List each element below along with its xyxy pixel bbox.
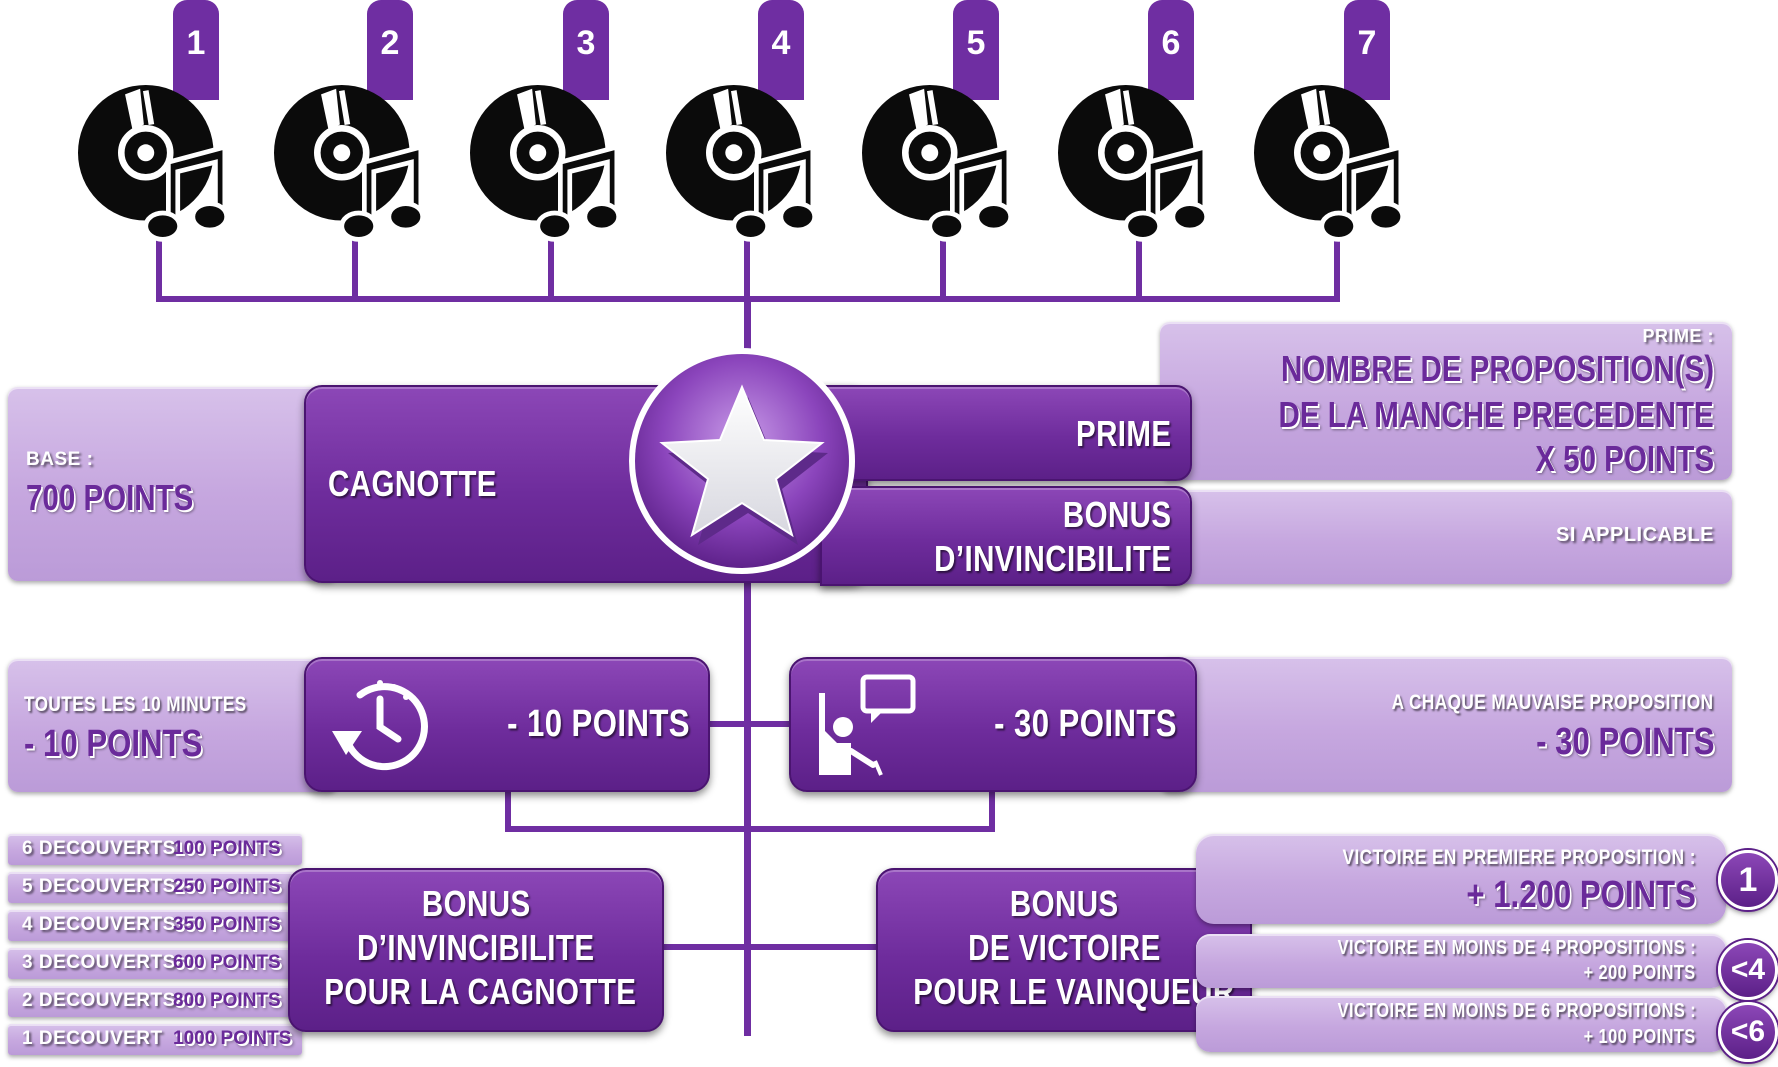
prime-desc-line-3: X 50 POINTS <box>1535 438 1714 479</box>
vinyl-music-note-icon <box>1254 85 1414 245</box>
connector-drop-4 <box>744 240 750 300</box>
prime-desc-line-2: DE LA MANCHE PRECEDENTE <box>1278 394 1714 435</box>
wrong-penalty-label: A CHAQUE MAUVAISE PROPOSITION <box>1392 691 1714 714</box>
victory-badge-1: 1 <box>1718 850 1778 910</box>
connector-bottom <box>660 944 880 950</box>
wrong-penalty-box: - 30 POINTS <box>789 657 1197 792</box>
bonus-desc: SI APPLICABLE <box>1556 524 1714 546</box>
time-penalty-box: - 10 POINTS <box>304 657 710 792</box>
connector-penalties <box>700 721 800 727</box>
wrong-penalty-value: - 30 POINTS <box>1535 721 1714 763</box>
vinyl-music-note-icon <box>78 85 238 245</box>
cagnotte-base-panel: BASE : 700 POINTS <box>8 387 338 581</box>
victory-item-2: VICTOIRE EN MOINS DE 4 PROPOSITIONS : + … <box>1196 934 1726 988</box>
connector-trunk <box>744 296 751 1036</box>
connector-drop-7 <box>1334 240 1340 300</box>
bonus-invincibilite-box: BONUS D’INVINCIBILITE <box>820 486 1192 586</box>
list-item: 6 DECOUVERTS 100 POINTS <box>8 834 302 865</box>
list-item: 5 DECOUVERTS 250 POINTS <box>8 872 302 903</box>
connector-drop-2 <box>352 240 358 300</box>
round-tab-6: 6 <box>1148 0 1194 100</box>
connector-fork-r <box>989 788 995 832</box>
victory-item-1: VICTOIRE EN PREMIERE PROPOSITION : + 1.2… <box>1196 834 1726 924</box>
round-tab-5: 5 <box>953 0 999 100</box>
person-speech-bubble-icon <box>819 674 916 776</box>
base-label: BASE : <box>26 449 94 470</box>
connector-fork-h <box>505 826 995 832</box>
time-penalty-panel: TOUTES LES 10 MINUTES - 10 POINTS <box>8 659 338 792</box>
invincibility-title-line-2: D’INVINCIBILITE <box>357 927 595 968</box>
prime-desc-line-1: NOMBRE DE PROPOSITION(S) <box>1281 348 1714 389</box>
round-tab-2: 2 <box>367 0 413 100</box>
cagnotte-title: CAGNOTTE <box>328 463 497 504</box>
prime-desc-label: PRIME : <box>1642 326 1714 346</box>
list-item: 3 DECOUVERTS 600 POINTS <box>8 948 302 979</box>
victory-title-line-1: BONUS <box>1009 883 1119 924</box>
wrong-penalty-box-value: - 30 POINTS <box>994 703 1177 745</box>
round-tab-4: 4 <box>758 0 804 100</box>
vinyl-music-note-icon <box>1058 85 1218 245</box>
base-value: 700 POINTS <box>26 477 194 518</box>
invincibility-title-line-3: POUR LA CAGNOTTE <box>324 971 637 1012</box>
list-item: 4 DECOUVERTS 350 POINTS <box>8 910 302 941</box>
victory-title-line-3: POUR LE VAINQUEUR <box>913 971 1235 1012</box>
time-penalty-value: - 10 POINTS <box>24 723 203 765</box>
connector-drop-5 <box>940 240 946 300</box>
connector-drop-3 <box>548 240 554 300</box>
vinyl-music-note-icon <box>666 85 826 245</box>
connector-drop-6 <box>1136 240 1142 300</box>
round-tab-1: 1 <box>173 0 219 100</box>
time-penalty-label: TOUTES LES 10 MINUTES <box>24 693 247 716</box>
connector-drop-1 <box>156 240 162 300</box>
vinyl-music-note-icon <box>862 85 1022 245</box>
bonus-title-line-1: BONUS <box>1063 494 1172 535</box>
star-icon <box>629 348 855 574</box>
prime-box: PRIME <box>820 385 1192 481</box>
victory-badge-3: <6 <box>1718 1002 1778 1062</box>
prime-title: PRIME <box>1076 413 1172 454</box>
wrong-penalty-panel: A CHAQUE MAUVAISE PROPOSITION - 30 POINT… <box>1160 657 1732 792</box>
invincibility-title-line-1: BONUS <box>421 883 531 924</box>
round-tab-7: 7 <box>1344 0 1390 100</box>
round-tab-3: 3 <box>563 0 609 100</box>
connector-fork-l <box>505 788 511 832</box>
prime-desc-panel: PRIME : NOMBRE DE PROPOSITION(S) DE LA M… <box>1160 322 1732 480</box>
vinyl-music-note-icon <box>470 85 630 245</box>
list-item: 1 DECOUVERT 1000 POINTS <box>8 1024 302 1055</box>
invincibility-bonus-box: BONUS D’INVINCIBILITE POUR LA CAGNOTTE <box>288 868 664 1032</box>
list-item: 2 DECOUVERTS 800 POINTS <box>8 986 302 1017</box>
vinyl-music-note-icon <box>274 85 434 245</box>
victory-badge-2: <4 <box>1718 940 1778 1000</box>
victory-title-line-2: DE VICTOIRE <box>967 927 1161 968</box>
bonus-desc-panel: SI APPLICABLE <box>1160 490 1732 584</box>
clock-rewind-icon <box>332 680 428 771</box>
victory-item-3: VICTOIRE EN MOINS DE 6 PROPOSITIONS : + … <box>1196 996 1726 1052</box>
bonus-title-line-2: D’INVINCIBILITE <box>934 538 1172 579</box>
time-penalty-box-value: - 10 POINTS <box>507 703 690 745</box>
